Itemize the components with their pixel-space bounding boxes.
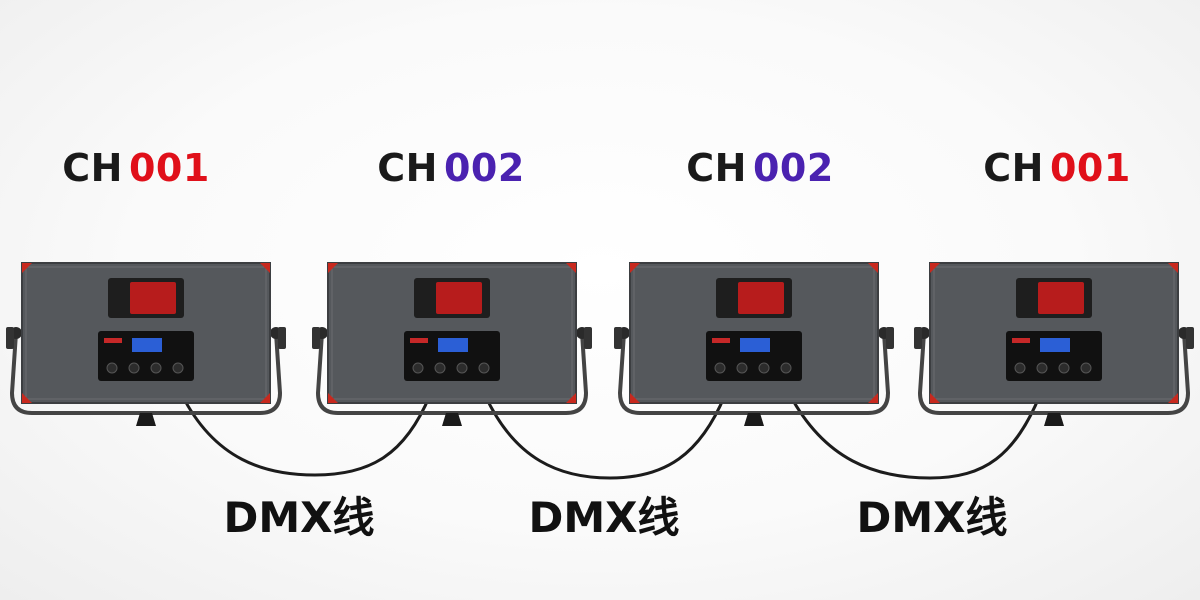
cable-label-1: DMX线: [223, 493, 375, 542]
panel-corner: [328, 393, 338, 403]
cable-label-2: DMX线: [528, 493, 680, 542]
stand-mount: [744, 413, 764, 426]
panel-corner: [22, 393, 32, 403]
control-knob: [736, 362, 748, 374]
panel-inner-edge: [933, 266, 1175, 400]
stand-mount: [442, 413, 462, 426]
knob-handle-left: [6, 327, 14, 349]
battery-label: [436, 282, 482, 314]
knob-handle-left: [914, 327, 922, 349]
stand-mount: [1044, 413, 1064, 426]
control-knob: [434, 362, 446, 374]
control-knob: [456, 362, 468, 374]
brand-logo: [104, 338, 122, 343]
control-knob: [1058, 362, 1070, 374]
channel-number: 001: [1049, 146, 1131, 190]
panel-corner: [1168, 263, 1178, 273]
knob-handle-right: [584, 327, 592, 349]
brand-logo: [1012, 338, 1030, 343]
light-fixture-2: [312, 262, 592, 426]
control-knob: [106, 362, 118, 374]
control-box: [98, 331, 194, 381]
control-knob: [478, 362, 490, 374]
control-knob: [128, 362, 140, 374]
brand-logo: [410, 338, 428, 343]
control-knob: [1014, 362, 1026, 374]
light-fixture-4: [914, 262, 1194, 426]
panel-corner: [868, 393, 878, 403]
control-box: [404, 331, 500, 381]
panel-inner-edge: [633, 266, 875, 400]
control-knob: [758, 362, 770, 374]
stand-mount: [136, 413, 156, 426]
channel-prefix: CH: [983, 146, 1044, 190]
control-box: [1006, 331, 1102, 381]
dmx-cable-1: [180, 394, 432, 477]
panel-corner: [328, 263, 338, 273]
fixtures: [6, 262, 1194, 426]
panel-corner: [630, 393, 640, 403]
channel-number: 002: [752, 146, 834, 190]
channel-prefix: CH: [377, 146, 438, 190]
lcd-screen: [1040, 338, 1070, 352]
panel-corner: [630, 263, 640, 273]
channel-number: 002: [443, 146, 525, 190]
knob-handle-right: [278, 327, 286, 349]
control-knob: [412, 362, 424, 374]
battery-label: [1038, 282, 1084, 314]
light-fixture-3: [614, 262, 894, 426]
panel-corner: [566, 263, 576, 273]
panel-corner: [22, 263, 32, 273]
dmx-cables: [180, 394, 1042, 480]
channel-prefix: CH: [686, 146, 747, 190]
dmx-cable-2: [483, 394, 727, 480]
channel-number: 001: [128, 146, 210, 190]
panel-corner: [930, 263, 940, 273]
light-fixture-1: [6, 262, 286, 426]
battery-label: [738, 282, 784, 314]
panel-inner-edge: [331, 266, 573, 400]
lcd-screen: [740, 338, 770, 352]
panel-corner: [930, 393, 940, 403]
panel-corner: [1168, 393, 1178, 403]
battery-label: [130, 282, 176, 314]
control-box: [706, 331, 802, 381]
knob-handle-left: [312, 327, 320, 349]
control-knob: [1036, 362, 1048, 374]
control-knob: [780, 362, 792, 374]
panel-corner: [260, 263, 270, 273]
knob-handle-right: [1186, 327, 1194, 349]
panel-corner: [260, 393, 270, 403]
lcd-screen: [132, 338, 162, 352]
brand-logo: [712, 338, 730, 343]
panel-inner-edge: [25, 266, 267, 400]
lcd-screen: [438, 338, 468, 352]
control-knob: [172, 362, 184, 374]
knob-handle-right: [886, 327, 894, 349]
channel-prefix: CH: [62, 146, 123, 190]
cable-label-3: DMX线: [856, 493, 1008, 542]
panel-corner: [566, 393, 576, 403]
control-knob: [1080, 362, 1092, 374]
knob-handle-left: [614, 327, 622, 349]
control-knob: [714, 362, 726, 374]
panel-corner: [868, 263, 878, 273]
control-knob: [150, 362, 162, 374]
dmx-cable-3: [788, 394, 1042, 480]
